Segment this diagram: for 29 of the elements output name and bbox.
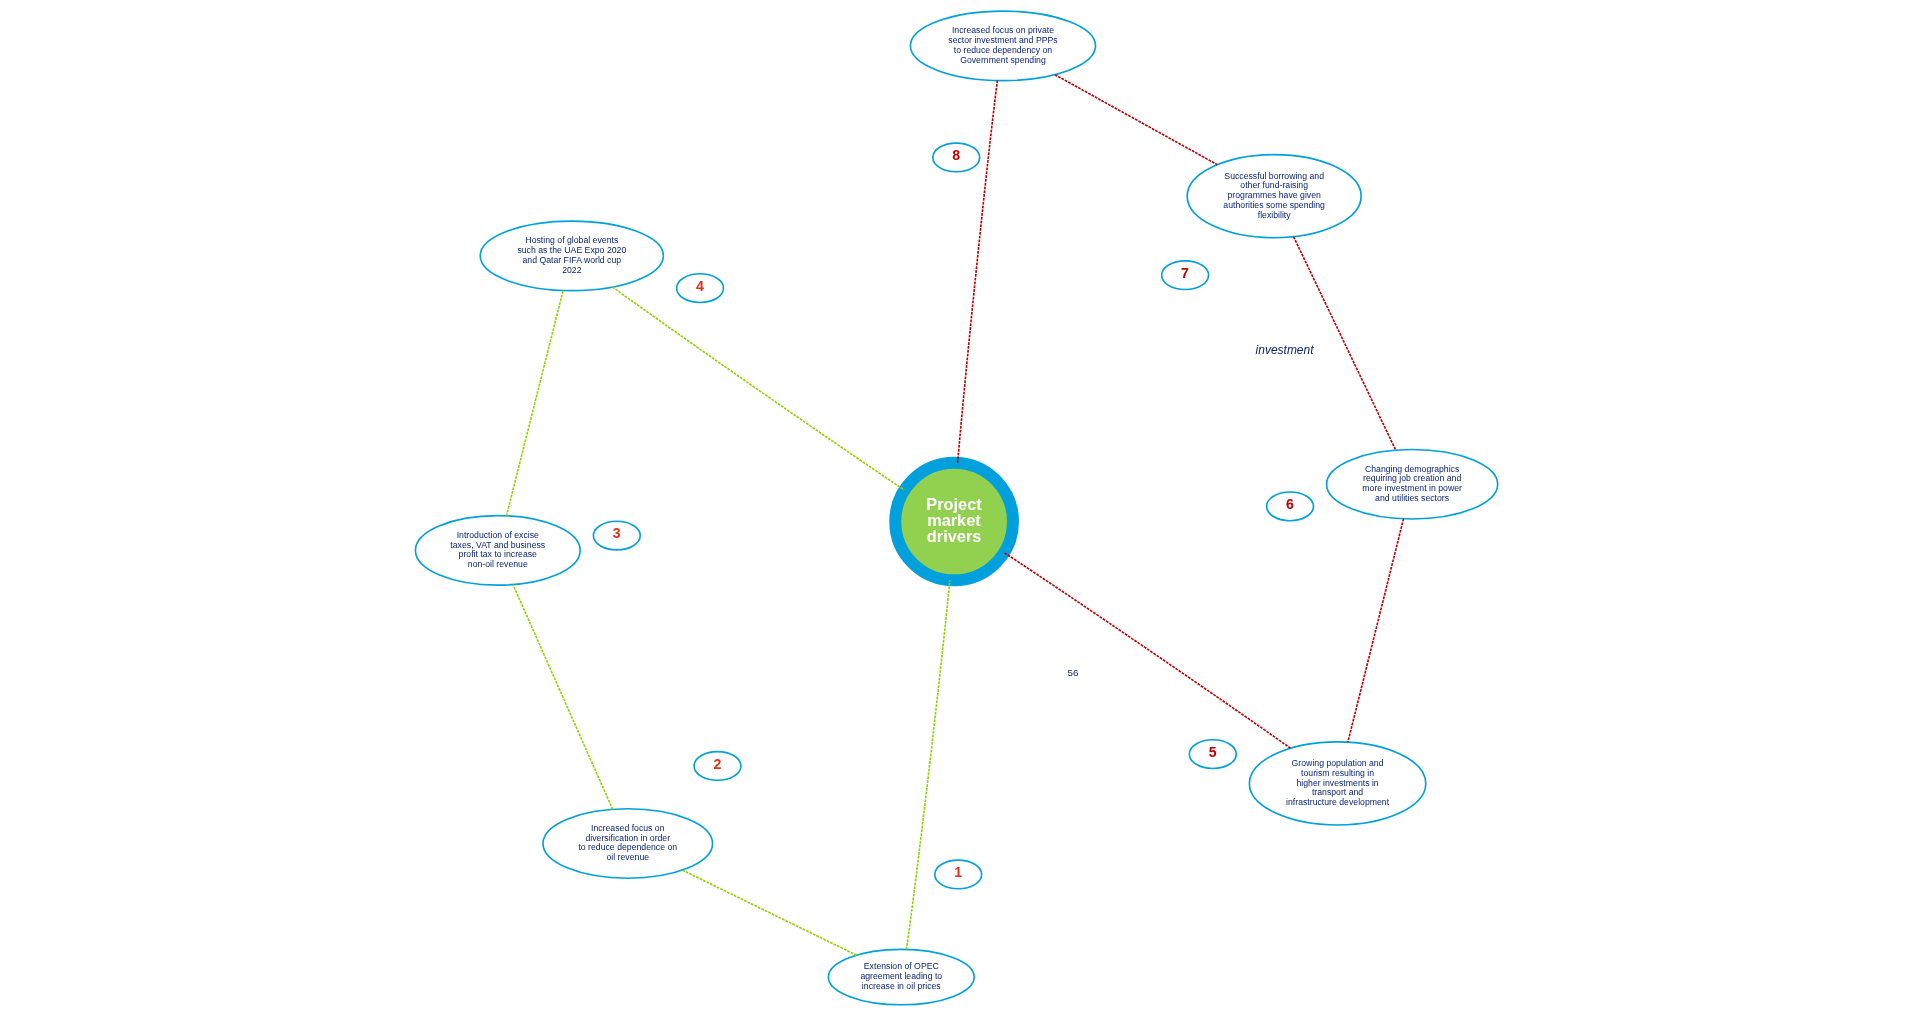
node-ellipse: 8 — [931, 141, 980, 173]
connector — [1053, 73, 1218, 165]
node-ellipse: 6 — [1265, 490, 1314, 522]
node-ellipse: Successful borrowing and other fund-raising programmes have given authorities some spending flexibility — [1185, 153, 1362, 239]
connector — [956, 79, 998, 463]
connector — [1346, 517, 1404, 743]
connector — [505, 289, 564, 517]
node-ellipse: 1 — [933, 858, 982, 890]
node-ellipse: 2 — [692, 750, 742, 781]
connector — [681, 868, 857, 956]
node-circle: Project market drivers — [888, 456, 1019, 586]
node-ellipse: Extension of OPEC agreement leading to increase in oil prices — [827, 948, 975, 1006]
node-ellipse: 4 — [675, 272, 724, 303]
node-ellipse: Increased focus on private sector investment and PPPs to reduce dependency on Government spending — [909, 9, 1096, 81]
node-ellipse: Changing demographics requiring job creation and more investment in power and utilities sectors — [1325, 448, 1498, 520]
node-ellipse: Hosting of global events such as the UAE Expo 2020 and Qatar FIFA world cup 2022 — [478, 219, 664, 291]
connector — [611, 285, 905, 491]
node-ellipse: Increased focus on diversification in order to reduce dependence on oil revenue — [541, 807, 713, 879]
node-ellipse: 7 — [1160, 259, 1209, 290]
node-ellipse: Introduction of excise taxes, VAT and business profit tax to increase non-oil revenue — [414, 514, 581, 586]
connector — [511, 583, 613, 810]
label: 56 — [1067, 666, 1079, 678]
node-ellipse: 3 — [592, 519, 641, 551]
connector — [905, 578, 951, 950]
label: investment — [1255, 342, 1313, 357]
connector — [1292, 235, 1397, 451]
connector — [1002, 551, 1291, 749]
node-ellipse: 5 — [1188, 738, 1237, 769]
node-ellipse: Growing population and tourism resulting in higher investments in transport and infrastructure development — [1248, 740, 1427, 826]
